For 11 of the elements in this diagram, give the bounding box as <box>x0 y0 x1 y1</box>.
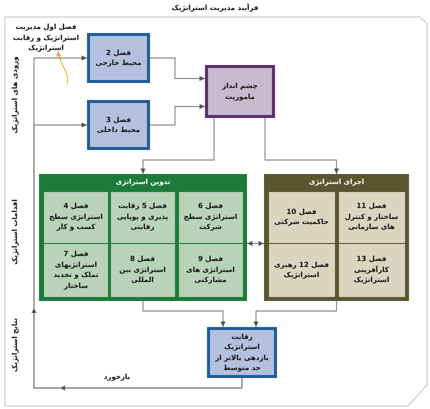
group-box <box>39 174 247 301</box>
arrow <box>254 300 337 328</box>
arrow <box>150 58 206 81</box>
arrow <box>140 118 214 174</box>
group-box <box>264 174 409 301</box>
arrow <box>246 241 264 246</box>
arrow <box>56 50 68 84</box>
arrow <box>150 104 206 126</box>
arrow <box>264 118 339 174</box>
arrow <box>34 122 242 388</box>
arrow <box>142 300 226 328</box>
